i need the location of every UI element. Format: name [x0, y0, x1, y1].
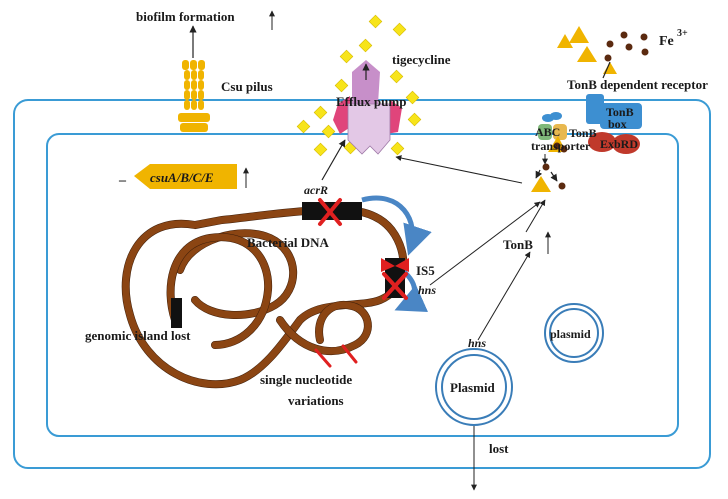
tigecycline-molecules — [296, 14, 422, 157]
tigecycline-label: tigecycline — [392, 52, 451, 67]
csu-gene-label: csuA/B/C/E — [150, 170, 214, 185]
hns-to-tonb-arrow — [429, 201, 541, 286]
snv-label-2: variations — [288, 393, 344, 408]
tonb-to-uptake-arrow — [525, 199, 546, 233]
hns-disruption-cross — [382, 272, 408, 300]
is5-label: IS5 — [416, 263, 435, 278]
snv-label-1: single nucleotide — [260, 372, 352, 387]
snv-marks — [314, 344, 358, 368]
genomic-island-block — [171, 298, 182, 328]
abc-label: ABC — [535, 125, 560, 139]
outer-membrane — [13, 99, 711, 469]
tonb-to-efflux-arrow — [395, 155, 523, 184]
plasmid-small-outer — [544, 303, 604, 363]
plasmid-hns-to-tonb-arrow — [477, 251, 531, 341]
csu-pilus — [178, 60, 210, 132]
transporter-label: transporter — [531, 139, 591, 153]
exbrd-label: ExbRD — [600, 137, 638, 151]
plasmid-hns-label: hns — [468, 336, 486, 350]
biofilm-formation-label: biofilm formation — [136, 9, 235, 24]
csu-pilus-label: Csu pilus — [221, 79, 273, 94]
abc-transporter — [538, 112, 568, 153]
efflux-pump — [333, 60, 402, 155]
hns-chromosome-label: hns — [418, 283, 436, 297]
acrr-label: acrR — [304, 183, 328, 197]
csu-gene-arrow — [134, 164, 237, 189]
iron-ions — [604, 31, 649, 62]
csu-dash: – — [118, 173, 127, 188]
tonb-dependent-receptor — [586, 94, 604, 124]
genomic-island-label: genomic island lost — [85, 328, 191, 343]
tonb-box — [600, 103, 642, 129]
tonb-receptor-label: TonB dependent receptor — [567, 77, 708, 92]
lost-label: lost — [489, 441, 509, 456]
is5-insertion-arrow — [361, 195, 432, 256]
tonb-overlap-label: TonB — [569, 126, 597, 140]
efflux-pump-label: Efflux pump — [336, 94, 406, 109]
exbrd-complex — [588, 132, 616, 152]
fe-binding-line — [602, 61, 611, 79]
tonb-label: TonB — [503, 237, 533, 252]
bacterial-dna-label: Bacterial DNA — [247, 235, 330, 250]
plasmid-large-label: Plasmid — [450, 380, 496, 395]
acrr-to-efflux-arrow — [321, 139, 346, 181]
acrr-disruption-cross — [318, 198, 342, 226]
plasmid-large-inner — [441, 354, 507, 420]
is5-element — [381, 258, 409, 272]
plasmid-small-label: plasmid — [550, 327, 591, 341]
internalized-siderophore — [531, 163, 566, 192]
plasmid-large-outer — [435, 348, 513, 426]
exbrd-complex-2 — [612, 134, 640, 154]
fe-label: Fe — [659, 34, 674, 49]
fe-superscript: 3+ — [677, 28, 688, 39]
tonb-box-label-2: box — [608, 117, 627, 131]
tonb-box-label-1: TonB — [606, 105, 634, 119]
plasmid-small-inner — [549, 308, 599, 358]
